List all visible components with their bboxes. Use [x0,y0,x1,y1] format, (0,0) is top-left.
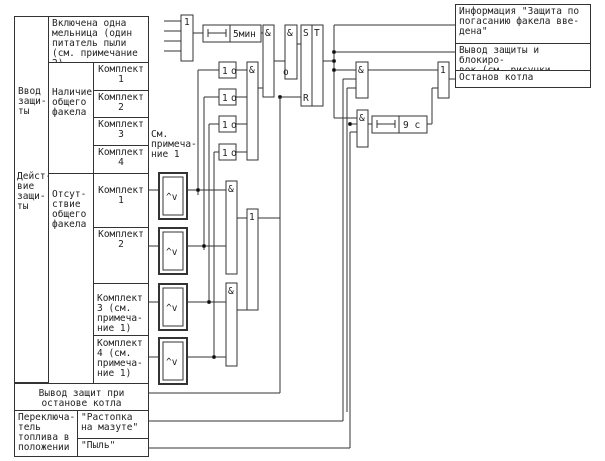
set-presence-1: Комплект 1 [93,62,149,91]
svg-text:9 с: 9 с [403,120,420,131]
svg-text:o: o [231,148,237,159]
and-gate-2: & o [283,24,301,80]
or-gate-mill: 1 [164,14,203,62]
svg-text:&: & [228,184,234,195]
and-gates-absence: & & [225,180,247,367]
svg-text:1: 1 [222,148,228,159]
note-label: См. примеча- ние 1 [151,129,197,160]
and-gate-not: & [246,61,259,161]
svg-text:&: & [287,28,293,39]
svg-text:1: 1 [440,65,446,76]
svg-text:&: & [249,65,255,76]
svg-text:R: R [303,93,309,104]
svg-text:o: o [231,66,237,77]
or-gate-final: 1 [437,61,455,99]
svg-text:^v: ^v [166,247,178,258]
set-presence-4: Комплект 4 [93,145,149,174]
svg-text:T: T [314,28,320,39]
svg-text:o: o [231,120,237,131]
svg-text:o: o [283,67,289,78]
svg-text:^v: ^v [166,192,178,203]
dust-cell: "Пыль" [77,438,149,457]
comparators: ^v ^v ^v ^v [149,172,226,385]
and-gate-1: & [258,24,285,98]
and-gate-a: & [342,61,438,412]
svg-text:&: & [265,28,271,39]
input-protection-cell: Ввод защи- ты [14,16,49,383]
svg-text:1: 1 [222,120,228,131]
svg-text:1: 1 [222,66,228,77]
svg-text:o: o [231,93,237,104]
output-boiler-stop: Останов котла [455,70,591,88]
and-gate-b: & [348,109,372,148]
delay-9s: 9 с [371,87,438,134]
sr-trigger: S T R [278,24,334,107]
delay-5min: 5мин [202,24,263,43]
set-absence-1: Комплект 1 [93,173,149,228]
set-absence-3: Комплект 3 (см. примеча- ние 1) [93,283,149,336]
fuel-oil-firing-cell: "Растопка на мазуте" [77,410,149,439]
output-on-boiler-stop-cell: Вывод защит при останове котла [14,383,149,411]
svg-text:^v: ^v [166,357,178,368]
protection-action-cell: Дейст- вие защи- ты [17,171,52,212]
output-info: Информация "Защита по погасанию факела в… [455,4,591,44]
svg-text:&: & [228,286,234,297]
set-presence-3: Комплект 3 [93,117,149,146]
svg-text:1: 1 [222,93,228,104]
svg-text:S: S [303,28,309,39]
svg-text:5мин: 5мин [233,29,256,40]
svg-text:&: & [359,113,365,124]
svg-text:&: & [358,65,364,76]
or-gate-absence: 1 [246,97,281,311]
svg-text:^v: ^v [166,303,178,314]
svg-text:1: 1 [249,212,255,223]
svg-text:1: 1 [184,17,190,28]
